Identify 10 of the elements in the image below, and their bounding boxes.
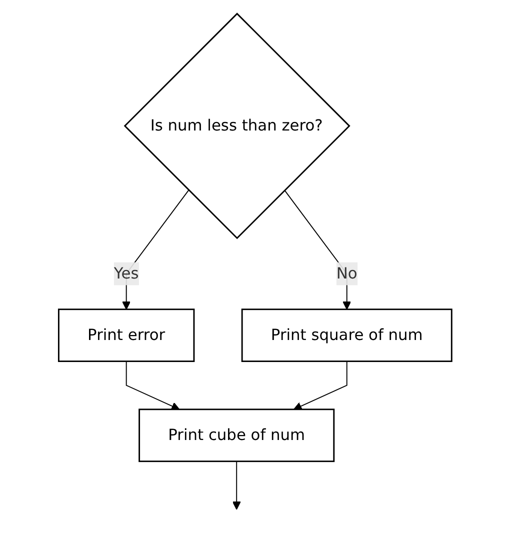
node-box: Print error	[58, 308, 196, 362]
arrow	[284, 189, 352, 310]
edge-label: No	[336, 264, 358, 282]
edge-label: Yes	[114, 264, 140, 282]
arrow	[232, 460, 242, 510]
arrow	[294, 360, 348, 410]
arrow	[126, 360, 180, 410]
node-diamond: Is num less than zero?	[124, 12, 351, 239]
node-box: Print cube of num	[138, 408, 335, 462]
node-box: Print square of num	[242, 308, 453, 362]
